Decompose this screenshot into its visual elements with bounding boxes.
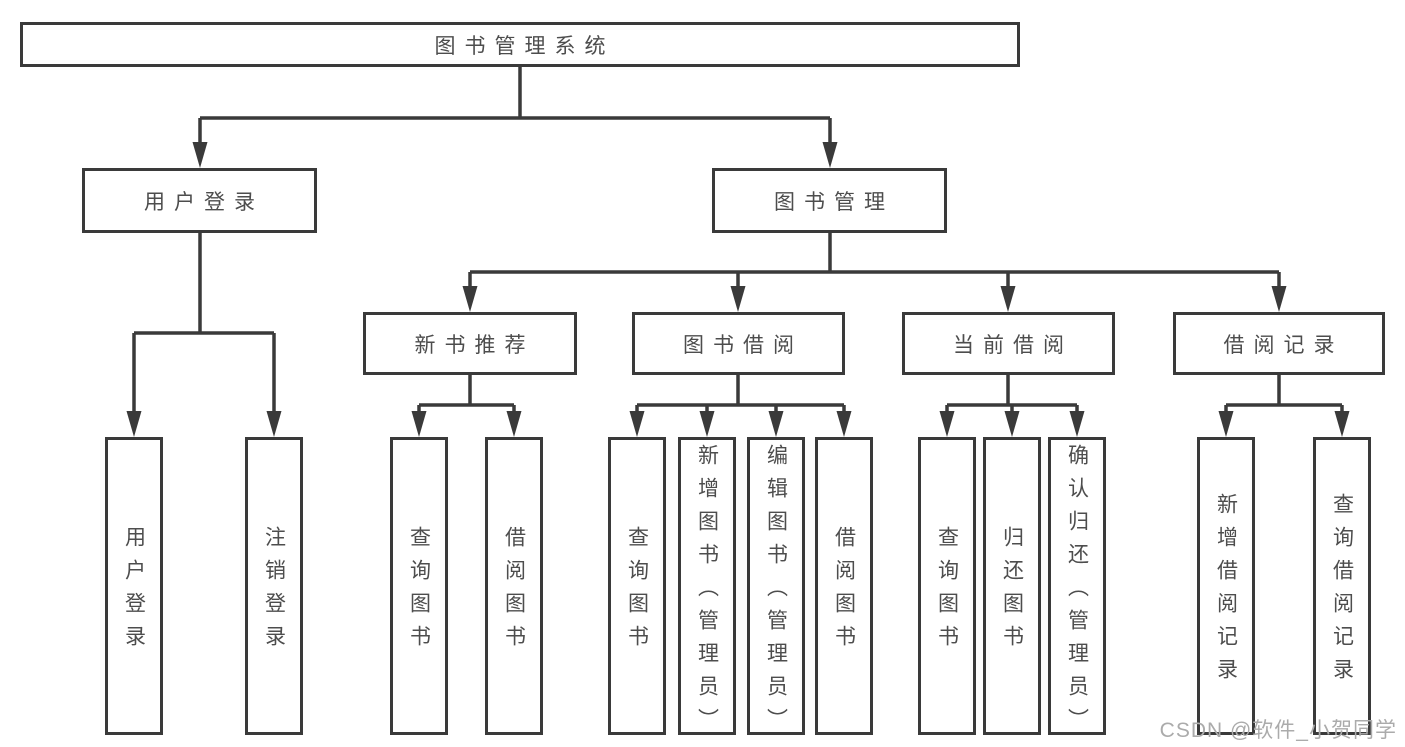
leaf-query-books-borrowing: 查询图书 bbox=[608, 437, 666, 735]
node-label: 确认归还（管理员） bbox=[1065, 443, 1089, 741]
node-label: 编辑图书（管理员） bbox=[764, 443, 788, 741]
node-library-system: 图书管理系统 bbox=[20, 22, 1020, 67]
arrowhead-icon bbox=[506, 411, 522, 437]
node-label: 图书管理 bbox=[774, 190, 894, 214]
arrowhead-icon bbox=[836, 411, 852, 437]
node-new-book-recommendation: 新书推荐 bbox=[363, 312, 577, 375]
node-label: 新增图书（管理员） bbox=[695, 443, 719, 741]
node-label: 用户登录 bbox=[122, 526, 146, 658]
arrowhead-icon bbox=[1271, 286, 1287, 312]
arrowhead-icon bbox=[266, 411, 282, 437]
arrowhead-icon bbox=[629, 411, 645, 437]
node-label: 当前借阅 bbox=[953, 333, 1073, 357]
node-current-borrowing: 当前借阅 bbox=[902, 312, 1115, 375]
leaf-add-borrow-record: 新增借阅记录 bbox=[1197, 437, 1255, 735]
leaf-query-books-current: 查询图书 bbox=[918, 437, 976, 735]
leaf-confirm-return-admin: 确认归还（管理员） bbox=[1048, 437, 1106, 741]
arrowhead-icon bbox=[411, 411, 427, 437]
node-book-management-branch: 图书管理 bbox=[712, 168, 947, 233]
arrowhead-icon bbox=[462, 286, 478, 312]
node-label: 新书推荐 bbox=[414, 333, 535, 357]
node-borrowing-records: 借阅记录 bbox=[1173, 312, 1385, 375]
leaf-borrow-books-recommend: 借阅图书 bbox=[485, 437, 543, 735]
arrowhead-icon bbox=[1334, 411, 1350, 437]
arrowhead-icon bbox=[192, 142, 208, 168]
node-label: 查询图书 bbox=[935, 526, 959, 658]
node-label: 借阅记录 bbox=[1223, 333, 1344, 357]
leaf-return-book: 归还图书 bbox=[983, 437, 1041, 735]
leaf-add-book-admin: 新增图书（管理员） bbox=[678, 437, 736, 741]
node-book-borrowing: 图书借阅 bbox=[632, 312, 845, 375]
node-label: 注销登录 bbox=[262, 526, 286, 658]
arrowhead-icon bbox=[822, 142, 838, 168]
arrowhead-icon bbox=[939, 411, 955, 437]
leaf-query-borrow-record: 查询借阅记录 bbox=[1313, 437, 1371, 735]
node-label: 借阅图书 bbox=[502, 526, 526, 658]
arrowhead-icon bbox=[730, 286, 746, 312]
node-label: 图书借阅 bbox=[683, 333, 803, 357]
node-label: 借阅图书 bbox=[832, 526, 856, 658]
node-label: 查询图书 bbox=[625, 526, 649, 658]
node-label: 查询借阅记录 bbox=[1330, 493, 1354, 691]
node-label: 图书管理系统 bbox=[434, 34, 615, 58]
node-label: 用户登录 bbox=[144, 190, 264, 214]
node-label: 新增借阅记录 bbox=[1214, 493, 1238, 691]
arrowhead-icon bbox=[1000, 286, 1016, 312]
arrowhead-icon bbox=[126, 411, 142, 437]
arrowhead-icon bbox=[1218, 411, 1234, 437]
leaf-edit-book-admin: 编辑图书（管理员） bbox=[747, 437, 805, 741]
node-user-login-branch: 用户登录 bbox=[82, 168, 317, 233]
leaf-query-books-recommend: 查询图书 bbox=[390, 437, 448, 735]
arrowhead-icon bbox=[1004, 411, 1020, 437]
node-label: 归还图书 bbox=[1000, 526, 1024, 658]
leaf-user-login: 用户登录 bbox=[105, 437, 163, 735]
node-label: 查询图书 bbox=[407, 526, 431, 658]
leaf-logout: 注销登录 bbox=[245, 437, 303, 735]
csdn-watermark: CSDN @软件_小贺同学 bbox=[1159, 719, 1397, 742]
leaf-borrow-books-borrowing: 借阅图书 bbox=[815, 437, 873, 735]
